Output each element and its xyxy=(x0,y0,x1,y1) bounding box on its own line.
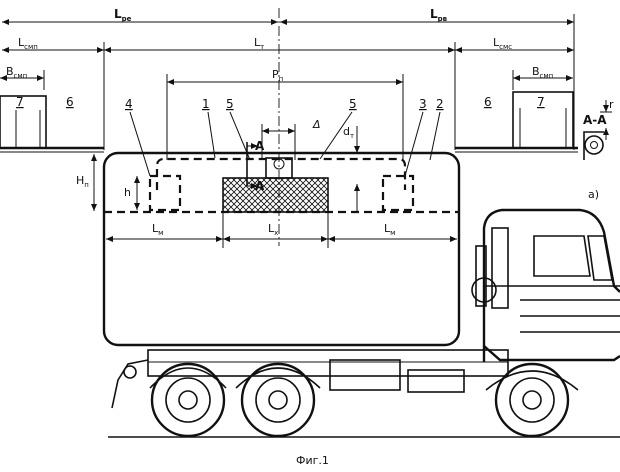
svg-text:4: 4 xyxy=(125,97,133,111)
svg-text:Lсмп: Lсмп xyxy=(18,36,38,51)
svg-text:Δ: Δ xyxy=(312,118,321,131)
svg-text:7: 7 xyxy=(16,95,24,109)
svg-text:Lм: Lм xyxy=(384,222,395,237)
svg-text:h: h xyxy=(124,186,131,199)
van-body xyxy=(102,151,461,347)
svg-text:6: 6 xyxy=(484,95,492,109)
svg-text:5: 5 xyxy=(226,97,234,111)
svg-text:1: 1 xyxy=(202,97,210,111)
svg-text:3: 3 xyxy=(419,97,427,111)
dimension-labels: Lре Lрв Lсмп Lт Lсмс Bсмп Bсмп Pп Δ dт H… xyxy=(6,7,614,237)
dimension-lines-top xyxy=(0,14,575,160)
svg-text:2: 2 xyxy=(436,97,444,111)
svg-text:A: A xyxy=(255,179,265,193)
svg-text:r: r xyxy=(609,98,614,111)
svg-text:6: 6 xyxy=(66,95,74,109)
svg-text:Lм: Lм xyxy=(152,222,163,237)
dimension-lines-inner xyxy=(91,111,457,248)
svg-text:Hп: Hп xyxy=(76,174,89,189)
svg-text:Lх: Lх xyxy=(268,222,278,237)
svg-text:Bсмп: Bсмп xyxy=(532,65,553,80)
rail-left xyxy=(0,95,104,153)
svg-text:Lрв: Lрв xyxy=(430,7,448,23)
truck xyxy=(108,208,620,438)
svg-text:А-А: А-А xyxy=(583,113,607,127)
svg-text:Bсмп: Bсмп xyxy=(6,65,27,80)
section-a-a xyxy=(583,100,612,160)
svg-text:a): a) xyxy=(588,188,599,201)
svg-text:A: A xyxy=(255,139,265,153)
rail-right xyxy=(455,91,578,153)
svg-text:Lт: Lт xyxy=(254,36,264,51)
svg-text:dт: dт xyxy=(343,125,354,140)
svg-text:7: 7 xyxy=(537,95,545,109)
svg-text:Pп: Pп xyxy=(272,68,283,83)
svg-text:Lсмс: Lсмс xyxy=(493,36,512,51)
part-numbers: 7 6 4 1 5 5 3 2 6 7 xyxy=(16,95,545,111)
figure-caption: Фиг.1 xyxy=(296,454,329,467)
svg-text:5: 5 xyxy=(349,97,357,111)
section-labels: А-А A A a) xyxy=(255,113,607,201)
svg-text:Lре: Lре xyxy=(114,7,132,23)
